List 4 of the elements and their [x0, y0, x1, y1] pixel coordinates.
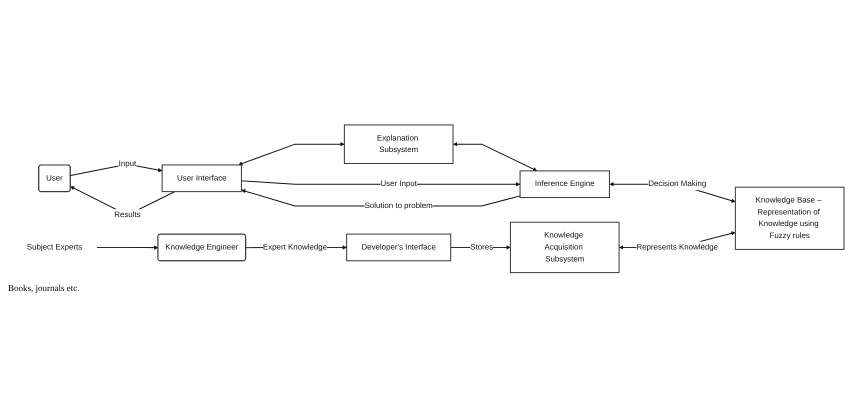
arrow — [238, 142, 345, 166]
note-text: Books, journals etc. — [8, 282, 80, 293]
arrow — [453, 142, 538, 172]
arrow — [96, 246, 158, 250]
